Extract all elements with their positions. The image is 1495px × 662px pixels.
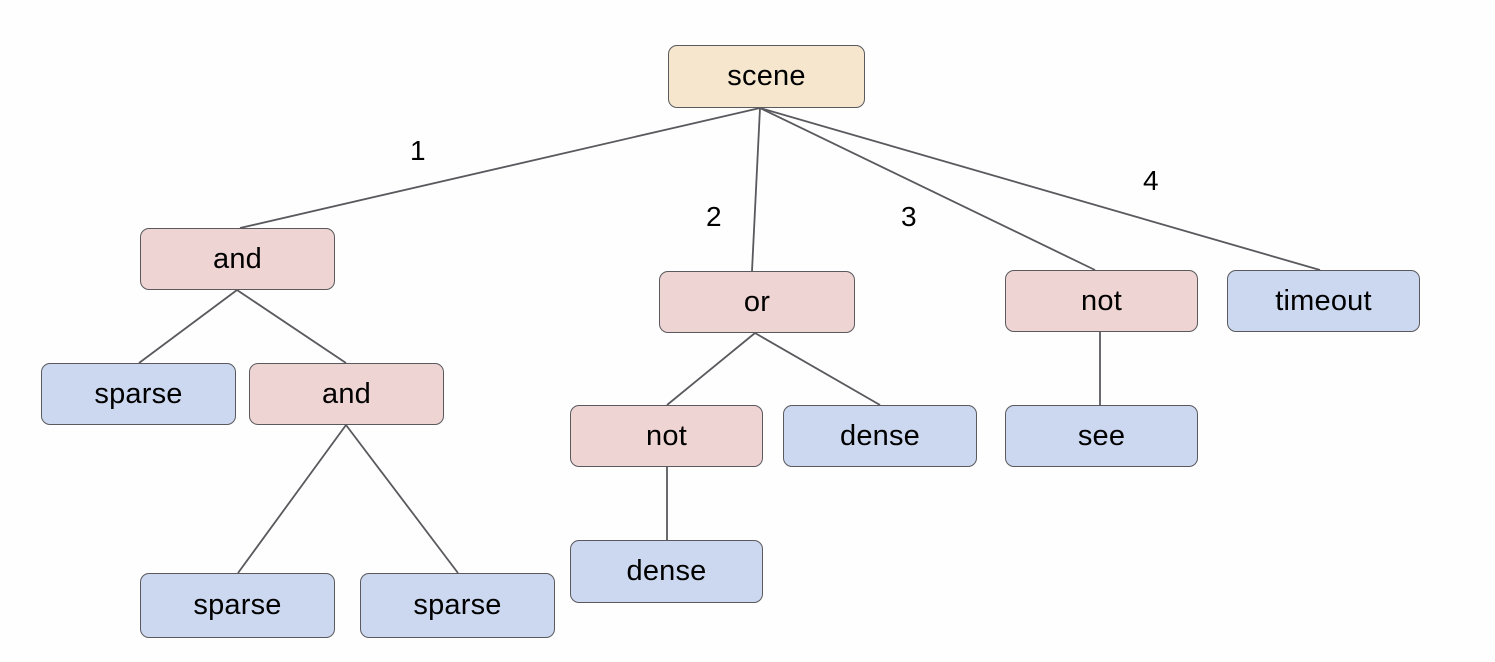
tree-node-not2[interactable]: not (570, 405, 763, 467)
tree-edge (751, 107, 761, 272)
edge-label-3: 3 (901, 201, 917, 232)
tree-edge (666, 332, 756, 406)
tree-node-label: and (213, 242, 262, 275)
tree-edge (239, 107, 761, 229)
tree-node-label: not (1081, 284, 1122, 317)
tree-node-and1[interactable]: and (140, 228, 335, 290)
edge-label-2: 2 (706, 201, 722, 232)
tree-node-not1[interactable]: not (1005, 270, 1198, 332)
tree-edge (138, 289, 238, 364)
tree-node-label: timeout (1275, 284, 1372, 317)
tree-node-scene[interactable]: scene (668, 45, 865, 108)
tree-node-label: sparse (94, 377, 183, 410)
tree-node-sparse1[interactable]: sparse (41, 363, 236, 425)
tree-node-label: and (322, 377, 371, 410)
tree-node-label: or (743, 285, 771, 318)
tree-node-sparse3[interactable]: sparse (360, 573, 555, 638)
tree-node-label: not (646, 419, 687, 452)
tree-node-label: scene (727, 60, 806, 92)
tree-edge (759, 107, 1321, 271)
tree-node-dense1[interactable]: dense (783, 405, 977, 467)
tree-node-and2[interactable]: and (249, 363, 444, 425)
tree-node-sparse2[interactable]: sparse (140, 573, 335, 638)
tree-node-timeout1[interactable]: timeout (1227, 270, 1420, 332)
edge-label-4: 4 (1143, 165, 1159, 196)
edge-label-1: 1 (410, 135, 426, 166)
tree-edge (754, 332, 881, 406)
tree-node-label: sparse (193, 589, 282, 621)
tree-edge (236, 289, 347, 364)
tree-edge (237, 424, 347, 574)
tree-node-label: dense (626, 555, 707, 587)
tree-node-or1[interactable]: or (659, 271, 855, 333)
tree-node-label: dense (839, 419, 920, 452)
tree-node-see1[interactable]: see (1005, 405, 1198, 467)
tree-node-label: see (1077, 419, 1126, 452)
tree-node-dense2[interactable]: dense (570, 540, 763, 603)
tree-edge (345, 424, 459, 574)
tree-edge (759, 107, 1096, 271)
tree-node-label: sparse (413, 589, 502, 621)
